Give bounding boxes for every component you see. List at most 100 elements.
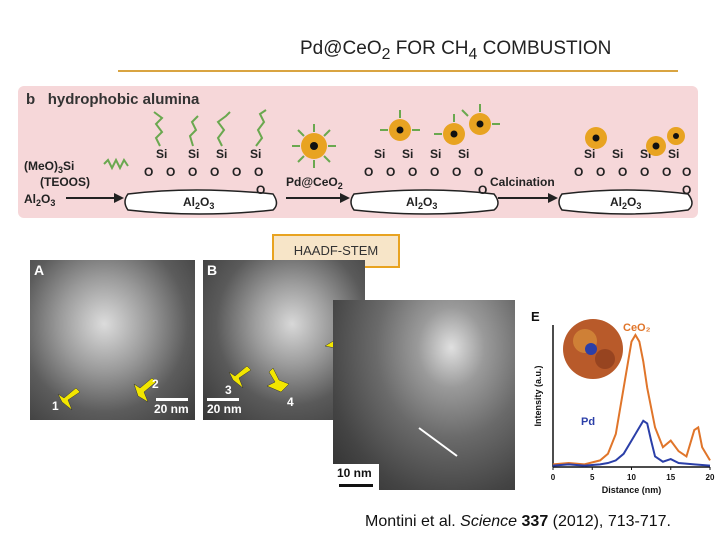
panel-a-letter: A (34, 262, 45, 278)
svg-text:O: O (596, 165, 605, 179)
scale-bar-c (339, 484, 373, 487)
title-prefix: Pd@CeO (300, 38, 382, 59)
title-suffix: COMBUSTION (477, 38, 612, 59)
arrow-2-icon (133, 377, 157, 403)
legend-ceo2: CeO₂ (623, 322, 651, 334)
alumina-surface-3-label: Al2O3 (610, 195, 641, 211)
alumina-surface-3 (558, 189, 693, 215)
svg-text:Si: Si (188, 147, 199, 161)
svg-text:O: O (430, 165, 439, 179)
panel-c-scale: 10 nm (337, 466, 372, 480)
svg-text:Si: Si (216, 147, 227, 161)
step2-arrowhead (340, 193, 350, 203)
scheme-heading-text: hydrophobic alumina (47, 91, 200, 108)
svg-text:Si: Si (430, 147, 441, 161)
scheme-drawing: (MeO)3Si (TEOOS) Al2O3 Al2O3 Si Si Si Si… (24, 104, 693, 215)
citation-volume: 337 (521, 513, 549, 530)
silica-layer-3: Si Si Si Si O O O O O O O (574, 147, 691, 197)
legend-pd: Pd (581, 416, 595, 428)
step3-arrowhead (548, 193, 558, 203)
x-tick-label: 10 (627, 473, 636, 482)
svg-text:Si: Si (374, 147, 385, 161)
svg-text:Si: Si (640, 147, 651, 161)
svg-text:O: O (452, 165, 461, 179)
svg-text:O: O (474, 165, 483, 179)
svg-text:O: O (144, 165, 153, 179)
title-sub2: 4 (468, 45, 478, 63)
svg-text:Si: Si (250, 147, 261, 161)
alumina-surface-1 (124, 189, 278, 215)
step2-label: Pd@CeO2 (286, 175, 343, 191)
tem-panel-c: 10 nm (333, 300, 515, 490)
x-tick-label: 0 (551, 473, 556, 482)
reagent-label: (MeO)3Si (24, 159, 74, 175)
svg-text:O: O (640, 165, 649, 179)
citation: Montini et al. Science 337 (2012), 713-7… (365, 513, 671, 531)
silane-chain (103, 157, 129, 171)
alkyl-chains-1 (153, 109, 267, 147)
scale-bar-b (207, 398, 239, 401)
calcined-particles-icon (585, 127, 685, 156)
x-axis-label: Distance (nm) (602, 485, 662, 495)
svg-text:Si: Si (584, 147, 595, 161)
svg-text:O: O (618, 165, 627, 179)
series-line-pd (552, 419, 711, 467)
title-underline (118, 70, 678, 72)
step3-label: Calcination (490, 175, 555, 189)
teoos-label: (TEOOS) (40, 175, 90, 189)
step1-arrowhead (114, 193, 124, 203)
title-mid: FOR CH (390, 38, 469, 59)
panel-e-letter: E (531, 309, 540, 324)
line-profile-marker (418, 427, 458, 457)
alumina-surface-1-label: Al2O3 (183, 195, 214, 211)
slide-title: Pd@CeO2 FOR CH4 COMBUSTION (300, 38, 680, 64)
title-sub1: 2 (381, 45, 391, 63)
scale-bar-a (156, 398, 188, 401)
x-tick-label: 20 (706, 473, 715, 482)
svg-text:Si: Si (402, 147, 413, 161)
svg-text:Si: Si (668, 147, 679, 161)
svg-text:O: O (682, 165, 691, 179)
citation-journal: Science (460, 513, 518, 530)
arrow-4-icon (266, 367, 290, 393)
alumina-surface-2-label: Al2O3 (406, 195, 437, 211)
arrow-3-icon (228, 365, 252, 389)
arrow-3-label: 3 (225, 383, 232, 397)
svg-text:O: O (574, 165, 583, 179)
panel-a-overlay: 1 2 (52, 377, 188, 413)
alumina-surface-2 (350, 189, 499, 215)
ceo2-cluster-icon (563, 319, 623, 379)
y-axis-label: Intensity (a.u.) (533, 365, 543, 426)
arrow-1-icon (57, 387, 81, 411)
svg-text:O: O (386, 165, 395, 179)
svg-text:O: O (478, 183, 487, 197)
svg-text:O: O (256, 183, 265, 197)
silane-layer-1: Si Si Si Si O O O O O O O (144, 147, 265, 197)
svg-text:Si: Si (612, 147, 623, 161)
series-line-ceo2 (552, 333, 711, 466)
svg-text:O: O (210, 165, 219, 179)
panel-b-scale: 20 nm (207, 402, 242, 416)
arrow-2-label: 2 (152, 377, 159, 391)
panel-b-letter: B (207, 262, 218, 278)
svg-text:O: O (408, 165, 417, 179)
svg-text:O: O (232, 165, 241, 179)
x-tick-label: 5 (590, 473, 595, 482)
citation-rest: (2012), 713-717. (548, 513, 671, 530)
svg-text:O: O (188, 165, 197, 179)
synthesis-scheme: b hydrophobic alumina (MeO)3Si (TEOOS) A… (18, 86, 698, 218)
svg-text:O: O (254, 165, 263, 179)
svg-text:O: O (364, 165, 373, 179)
svg-text:Si: Si (458, 147, 469, 161)
pd-ceo2-particle-icon (292, 124, 336, 168)
svg-text:O: O (662, 165, 671, 179)
silane-layer-2: Si Si Si Si O O O O O O O (364, 147, 487, 197)
svg-text:O: O (682, 183, 691, 197)
panel-a-scale: 20 nm (154, 402, 189, 416)
x-tick-label: 15 (666, 473, 675, 482)
scheme-heading: b hydrophobic alumina (26, 91, 199, 108)
adsorbed-particles-icon (380, 104, 500, 145)
alumina-start-label: Al2O3 (24, 192, 55, 208)
